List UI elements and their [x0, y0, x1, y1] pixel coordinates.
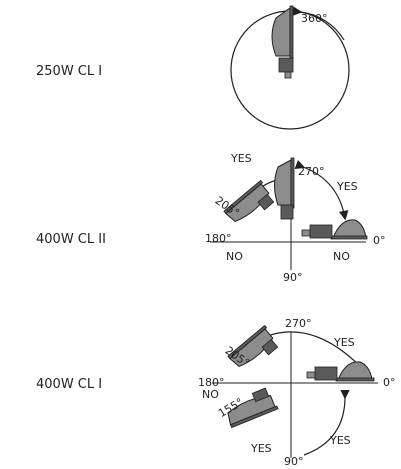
diagram-400w-cl-i: 270° YES 205° 180° NO 0° 155° YES YES 90… [198, 317, 396, 468]
angle-90: 90° [283, 271, 303, 284]
yes-right-label: YES [336, 180, 358, 193]
floodlight-fixture-tilted-upper [227, 324, 279, 368]
yes-top-label: YES [333, 336, 355, 349]
angle-360: 360° [301, 12, 328, 25]
rotation-arrow-lower [303, 389, 350, 456]
diagram-400w-cl-ii: YES 270° YES 205° 180° 0° NO NO 90° [205, 152, 386, 284]
angle-180: 180° [198, 376, 225, 389]
row-label-400w-cl-ii: 400W CL II [36, 232, 106, 247]
floodlight-fixture-tilted-lower [227, 387, 279, 429]
floodlight-fixture-vertical [274, 157, 295, 220]
floodlight-fixture-tilted [223, 179, 275, 223]
floodlight-fixture-vertical [271, 5, 294, 79]
diagram-250w-cl-i: 360° [230, 5, 350, 130]
angle-0: 0° [383, 376, 396, 389]
angle-270: 270° [298, 165, 325, 178]
no-left-label: NO [226, 250, 243, 263]
angle-180: 180° [205, 232, 232, 245]
rotation-arrow-right [294, 159, 349, 221]
row-label-400w-cl-i: 400W CL I [36, 377, 103, 392]
angle-90: 90° [284, 455, 304, 468]
yes-left-label: YES [230, 152, 252, 165]
yes-bottom-left-label: YES [250, 442, 272, 455]
yes-bottom-right-label: YES [329, 434, 351, 447]
floodlight-fixture-horizontal [301, 219, 368, 240]
no-left-label: NO [202, 388, 219, 401]
row-label-250w-cl-i: 250W CL I [36, 64, 103, 79]
angle-0: 0° [373, 234, 386, 247]
angle-270: 270° [285, 317, 312, 330]
floodlight-fixture-horizontal [306, 361, 375, 382]
no-right-label: NO [333, 250, 350, 263]
rotation-arrow [292, 6, 345, 41]
